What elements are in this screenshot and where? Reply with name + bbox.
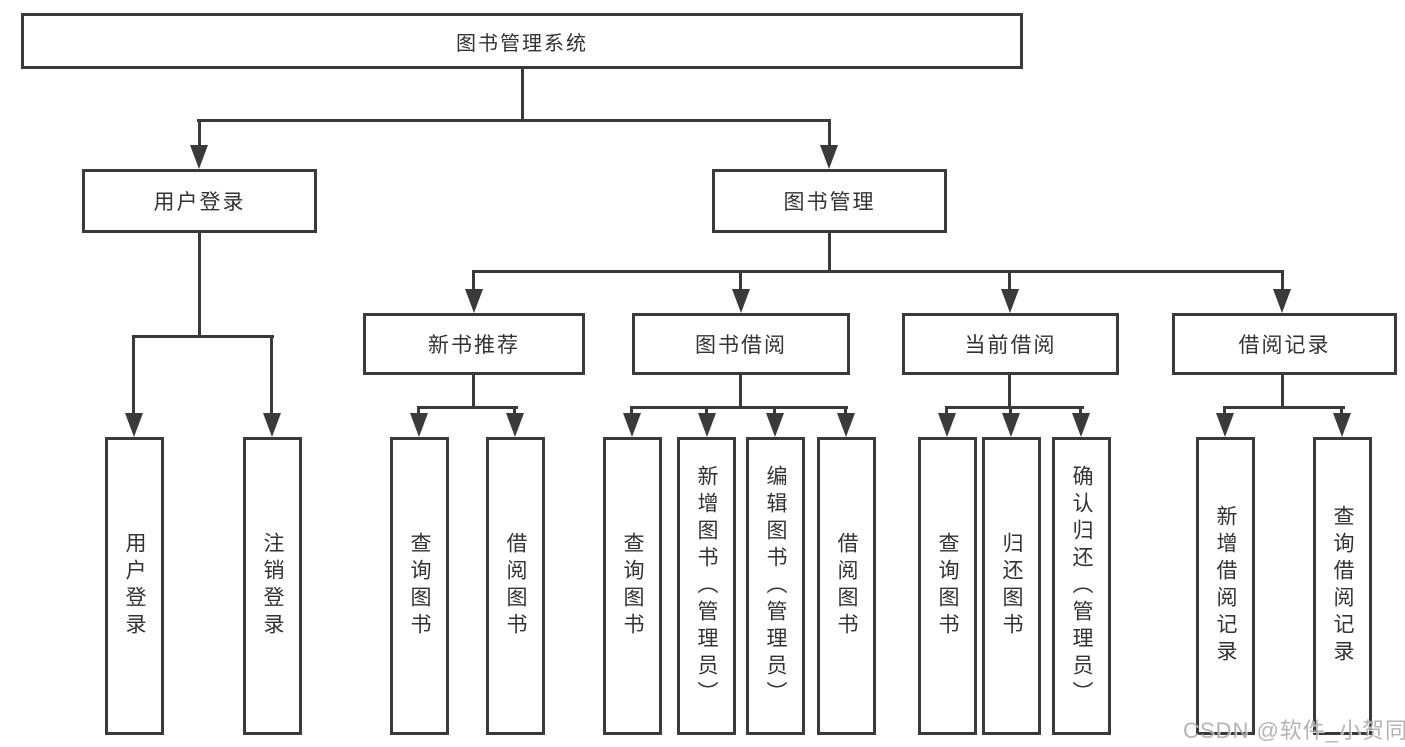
arrowhead-rcd-add <box>1216 413 1234 437</box>
leaf-add-borrow-record-label: 新增借阅记录 <box>1214 505 1237 667</box>
arrowhead-bor-query <box>623 413 641 437</box>
connector-borrowing-branch <box>630 406 848 409</box>
arrowhead-cur-confirm <box>1072 413 1090 437</box>
connector-stub-bor-edit <box>773 406 776 418</box>
connector-user-login-drop <box>198 232 201 338</box>
node-borrow-records-label: 借阅记录 <box>1238 334 1331 357</box>
leaf-confirm-return-admin: 确认归还（管理员） <box>1052 437 1111 735</box>
arrowhead-cur-query <box>938 413 956 437</box>
arrowhead-recommend <box>465 289 483 313</box>
connector-stub-rec-borrow <box>513 406 516 418</box>
connector-stub-login-leaf <box>132 335 135 419</box>
connector-stub-records <box>1281 270 1284 294</box>
connector-stub-current <box>1008 270 1011 294</box>
connector-book-mgmt-drop <box>828 232 831 273</box>
connector-current-branch <box>945 406 1084 409</box>
leaf-logout: 注销登录 <box>243 437 302 735</box>
leaf-borrow-books-borrowing: 借阅图书 <box>817 437 876 735</box>
arrowhead-bor-edit <box>766 413 784 437</box>
watermark: CSDN @软件_小贺同学 <box>1183 718 1405 743</box>
connector-stub-bor-add <box>705 406 708 418</box>
arrowhead-bor-add <box>698 413 716 437</box>
node-current-borrowing-label: 当前借阅 <box>964 334 1057 357</box>
connector-stub-rcd-add <box>1223 406 1226 418</box>
arrowhead-logout-leaf <box>263 413 281 437</box>
connector-records-drop <box>1281 373 1284 409</box>
connector-stub-book-mgmt <box>828 119 831 149</box>
node-book-management-label: 图书管理 <box>783 191 876 214</box>
arrowhead-records <box>1273 289 1291 313</box>
connector-stub-logout-leaf <box>270 335 273 419</box>
connector-root-branch <box>197 119 831 122</box>
node-book-management: 图书管理 <box>712 169 947 233</box>
connector-stub-rcd-query <box>1340 406 1343 418</box>
leaf-logout-label: 注销登录 <box>261 532 284 640</box>
node-book-borrowing-label: 图书借阅 <box>695 334 787 357</box>
leaf-add-book-admin: 新增图书（管理员） <box>677 437 736 735</box>
leaf-confirm-return-admin-label: 确认归还（管理员） <box>1070 464 1093 708</box>
arrowhead-rec-borrow <box>506 413 524 437</box>
connector-stub-user-login <box>198 119 201 149</box>
leaf-borrow-books-recommend: 借阅图书 <box>486 437 545 735</box>
leaf-edit-book-admin-label: 编辑图书（管理员） <box>764 464 787 708</box>
arrowhead-cur-return <box>1002 413 1020 437</box>
connector-user-login-branch <box>132 335 274 338</box>
node-user-login-group-label: 用户登录 <box>153 191 246 214</box>
node-new-book-recommend: 新书推荐 <box>363 313 585 375</box>
leaf-query-books-borrowing: 查询图书 <box>603 437 662 735</box>
leaf-query-books-borrowing-label: 查询图书 <box>621 532 644 640</box>
arrowhead-rcd-query <box>1333 413 1351 437</box>
leaf-borrow-books-borrowing-label: 借阅图书 <box>835 532 858 640</box>
connector-recommend-drop <box>472 373 475 409</box>
connector-current-drop <box>1008 373 1011 409</box>
arrowhead-book-mgmt <box>820 145 838 169</box>
arrowhead-login-leaf <box>125 413 143 437</box>
connector-stub-bor-query <box>630 406 633 418</box>
leaf-return-books-label: 归还图书 <box>1000 532 1023 640</box>
connector-root-drop <box>521 67 524 121</box>
leaf-user-login: 用户登录 <box>105 437 164 735</box>
arrowhead-borrowing <box>732 289 750 313</box>
connector-stub-rec-query <box>417 406 420 418</box>
leaf-query-books-recommend-label: 查询图书 <box>408 532 431 640</box>
connector-stub-bor-borrow <box>844 406 847 418</box>
arrowhead-rec-query <box>410 413 428 437</box>
connector-recommend-branch <box>417 406 518 409</box>
leaf-user-login-label: 用户登录 <box>123 532 146 640</box>
connector-stub-borrowing <box>739 270 742 294</box>
leaf-return-books: 归还图书 <box>982 437 1041 735</box>
node-root-system: 图书管理系统 <box>21 13 1023 69</box>
leaf-borrow-books-recommend-label: 借阅图书 <box>504 532 527 640</box>
leaf-query-borrow-record: 查询借阅记录 <box>1313 437 1372 735</box>
node-borrow-records: 借阅记录 <box>1172 313 1397 375</box>
node-current-borrowing: 当前借阅 <box>902 313 1119 375</box>
leaaf-add-book-admin-label: 新增图书（管理员） <box>695 464 718 708</box>
leaf-query-books-recommend: 查询图书 <box>390 437 449 735</box>
node-user-login-group: 用户登录 <box>82 169 317 233</box>
node-root-label: 图书管理系统 <box>456 32 588 55</box>
node-new-book-recommend-label: 新书推荐 <box>428 334 520 357</box>
connector-stub-cur-return <box>1009 406 1012 418</box>
connector-stub-recommend <box>472 270 475 294</box>
connector-records-branch <box>1223 406 1345 409</box>
connector-stub-cur-query <box>945 406 948 418</box>
arrowhead-bor-borrow <box>837 413 855 437</box>
leaf-query-books-current: 查询图书 <box>918 437 977 735</box>
leaf-query-borrow-record-label: 查询借阅记录 <box>1331 505 1354 667</box>
connector-book-mgmt-branch <box>472 270 1284 273</box>
leaf-edit-book-admin: 编辑图书（管理员） <box>746 437 805 735</box>
connector-stub-cur-confirm <box>1079 406 1082 418</box>
arrowhead-user-login <box>190 145 208 169</box>
node-book-borrowing: 图书借阅 <box>632 313 850 375</box>
arrowhead-current <box>1001 289 1019 313</box>
connector-borrowing-drop <box>739 373 742 409</box>
leaf-add-borrow-record: 新增借阅记录 <box>1196 437 1255 735</box>
leaf-query-books-current-label: 查询图书 <box>936 532 959 640</box>
